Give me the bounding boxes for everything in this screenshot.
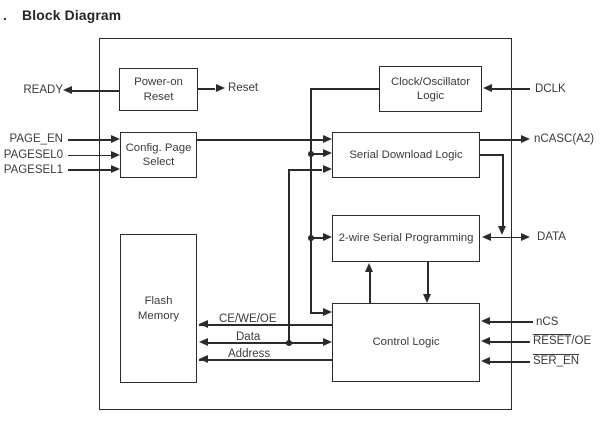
pin-label-ser-en-overlined: SER_EN — [533, 355, 580, 367]
pin-label-reset-oe: RESET/OE — [533, 335, 591, 348]
block-label: Flash — [144, 295, 173, 307]
block-label: Select — [142, 156, 175, 168]
signal-label-ce-we-oe: CE/WE/OE — [219, 313, 277, 325]
arrow-reset-oe — [481, 337, 490, 346]
pin-label-oe-suffix: /OE — [571, 335, 592, 347]
wire-data-feedback-horizontal — [289, 169, 322, 171]
arrow-data-bus-left — [198, 338, 208, 347]
wire-control-to-2wire — [369, 270, 371, 304]
wire-page-en — [68, 139, 111, 141]
wire-clock-branch-2wire — [311, 237, 323, 239]
block-flash-memory: Flash Memory — [120, 234, 197, 383]
arrow-ncs — [481, 317, 490, 326]
block-label: Serial Download Logic — [349, 148, 463, 161]
arrow-pagesel1 — [110, 165, 120, 174]
arrow-clock-branch-sdl — [322, 149, 332, 158]
block-control-logic: Control Logic — [332, 303, 480, 382]
arrow-cps-to-sdl — [322, 135, 332, 144]
pin-label-pagesel1: PAGESEL1 — [3, 163, 63, 176]
wire-ready — [67, 90, 119, 92]
wire-ncs — [489, 321, 533, 323]
block-serial-download-logic: Serial Download Logic — [332, 132, 480, 178]
arrow-data-into-2wire — [481, 232, 491, 241]
block-label: Clock/Oscillator — [390, 75, 471, 88]
pin-label-ser-en: SER_EN — [533, 355, 579, 368]
wire-pagesel0 — [68, 154, 111, 157]
arrow-ncasc — [520, 135, 530, 144]
wire-data-pin — [489, 236, 521, 239]
block-label: Control Logic — [372, 336, 440, 349]
wire-data-bus — [206, 342, 323, 344]
junction-dot-data-bus — [286, 340, 292, 346]
wire-dclk — [492, 88, 530, 90]
arrow-ser-en — [481, 357, 490, 366]
block-label: Power-on — [134, 76, 183, 88]
wire-sdl-out2-horizontal — [480, 154, 504, 156]
block-2-wire-serial-programming: 2-wire Serial Programming — [332, 215, 480, 262]
block-power-on-reset: Power-on Reset — [119, 68, 198, 111]
arrow-pagesel0 — [110, 150, 120, 159]
pin-label-reset-overlined: RESET — [533, 335, 572, 347]
arrow-control-to-2wire-up — [365, 262, 374, 272]
wire-data-feedback-vertical — [288, 169, 290, 343]
wire-ser-en — [489, 361, 530, 363]
wire-sdl-out2-vertical — [502, 154, 504, 227]
arrow-reset-right — [215, 84, 225, 93]
page-title-text: Block Diagram — [22, 8, 122, 23]
wire-2wire-to-control — [427, 261, 429, 294]
wire-clock-horizontal — [311, 88, 379, 90]
arrow-page-en — [110, 135, 120, 144]
arrow-address-bus — [198, 355, 208, 364]
wire-address-bus — [199, 359, 332, 361]
wire-reset — [198, 88, 215, 90]
pin-label-ncasc-a2: nCASC(A2) — [534, 133, 595, 145]
junction-dot-clock-2wire — [308, 235, 314, 241]
arrow-data-feedback — [322, 165, 332, 174]
pin-label-pagesel0: PAGESEL0 — [3, 149, 63, 161]
pin-label-ready: READY — [23, 84, 63, 96]
wire-reset-oe — [489, 341, 530, 343]
chip-boundary-box — [99, 38, 512, 410]
wire-ncasc — [480, 139, 521, 141]
arrow-clock-branch-2wire — [322, 233, 332, 242]
arrow-dclk — [483, 84, 492, 93]
pin-label-ncs: nCS — [536, 315, 559, 328]
pin-label-dclk: DCLK — [535, 82, 566, 95]
arrow-clock-branch-control — [322, 308, 332, 317]
signal-label-data: Data — [236, 330, 261, 343]
arrow-data-out — [520, 232, 530, 241]
arrow-sdl-out2-down — [498, 226, 507, 235]
block-clock-oscillator-logic: Clock/Oscillator Logic — [379, 66, 482, 112]
wire-cps-to-sdl — [197, 139, 323, 141]
page-title: . Block Diagram — [3, 8, 121, 23]
wire-clock-vertical — [310, 88, 312, 314]
block-label: Config. Page — [125, 141, 192, 154]
pin-label-page-en: PAGE_EN — [9, 133, 63, 145]
arrow-data-bus-right — [322, 338, 332, 347]
block-label: 2-wire Serial Programming — [338, 232, 474, 245]
block-config-page-select: Config. Page Select — [120, 132, 197, 178]
wire-ce-we-oe — [199, 324, 332, 326]
wire-clock-branch-control — [311, 312, 323, 314]
block-label: Reset — [143, 90, 174, 103]
arrow-ce-we-oe — [198, 320, 208, 329]
signal-label-address: Address — [228, 348, 271, 360]
block-label: Memory — [137, 309, 180, 322]
signal-label-reset: Reset — [228, 82, 259, 94]
junction-dot-clock-sdl — [308, 151, 314, 157]
block-label: Logic — [416, 90, 445, 102]
wire-pagesel1 — [68, 169, 111, 171]
arrow-2wire-to-control-down — [423, 293, 432, 303]
wire-clock-branch-sdl — [311, 153, 323, 155]
section-number-fragment: . — [3, 8, 8, 23]
arrow-ready-left — [63, 86, 72, 95]
pin-label-data: DATA — [537, 231, 566, 243]
